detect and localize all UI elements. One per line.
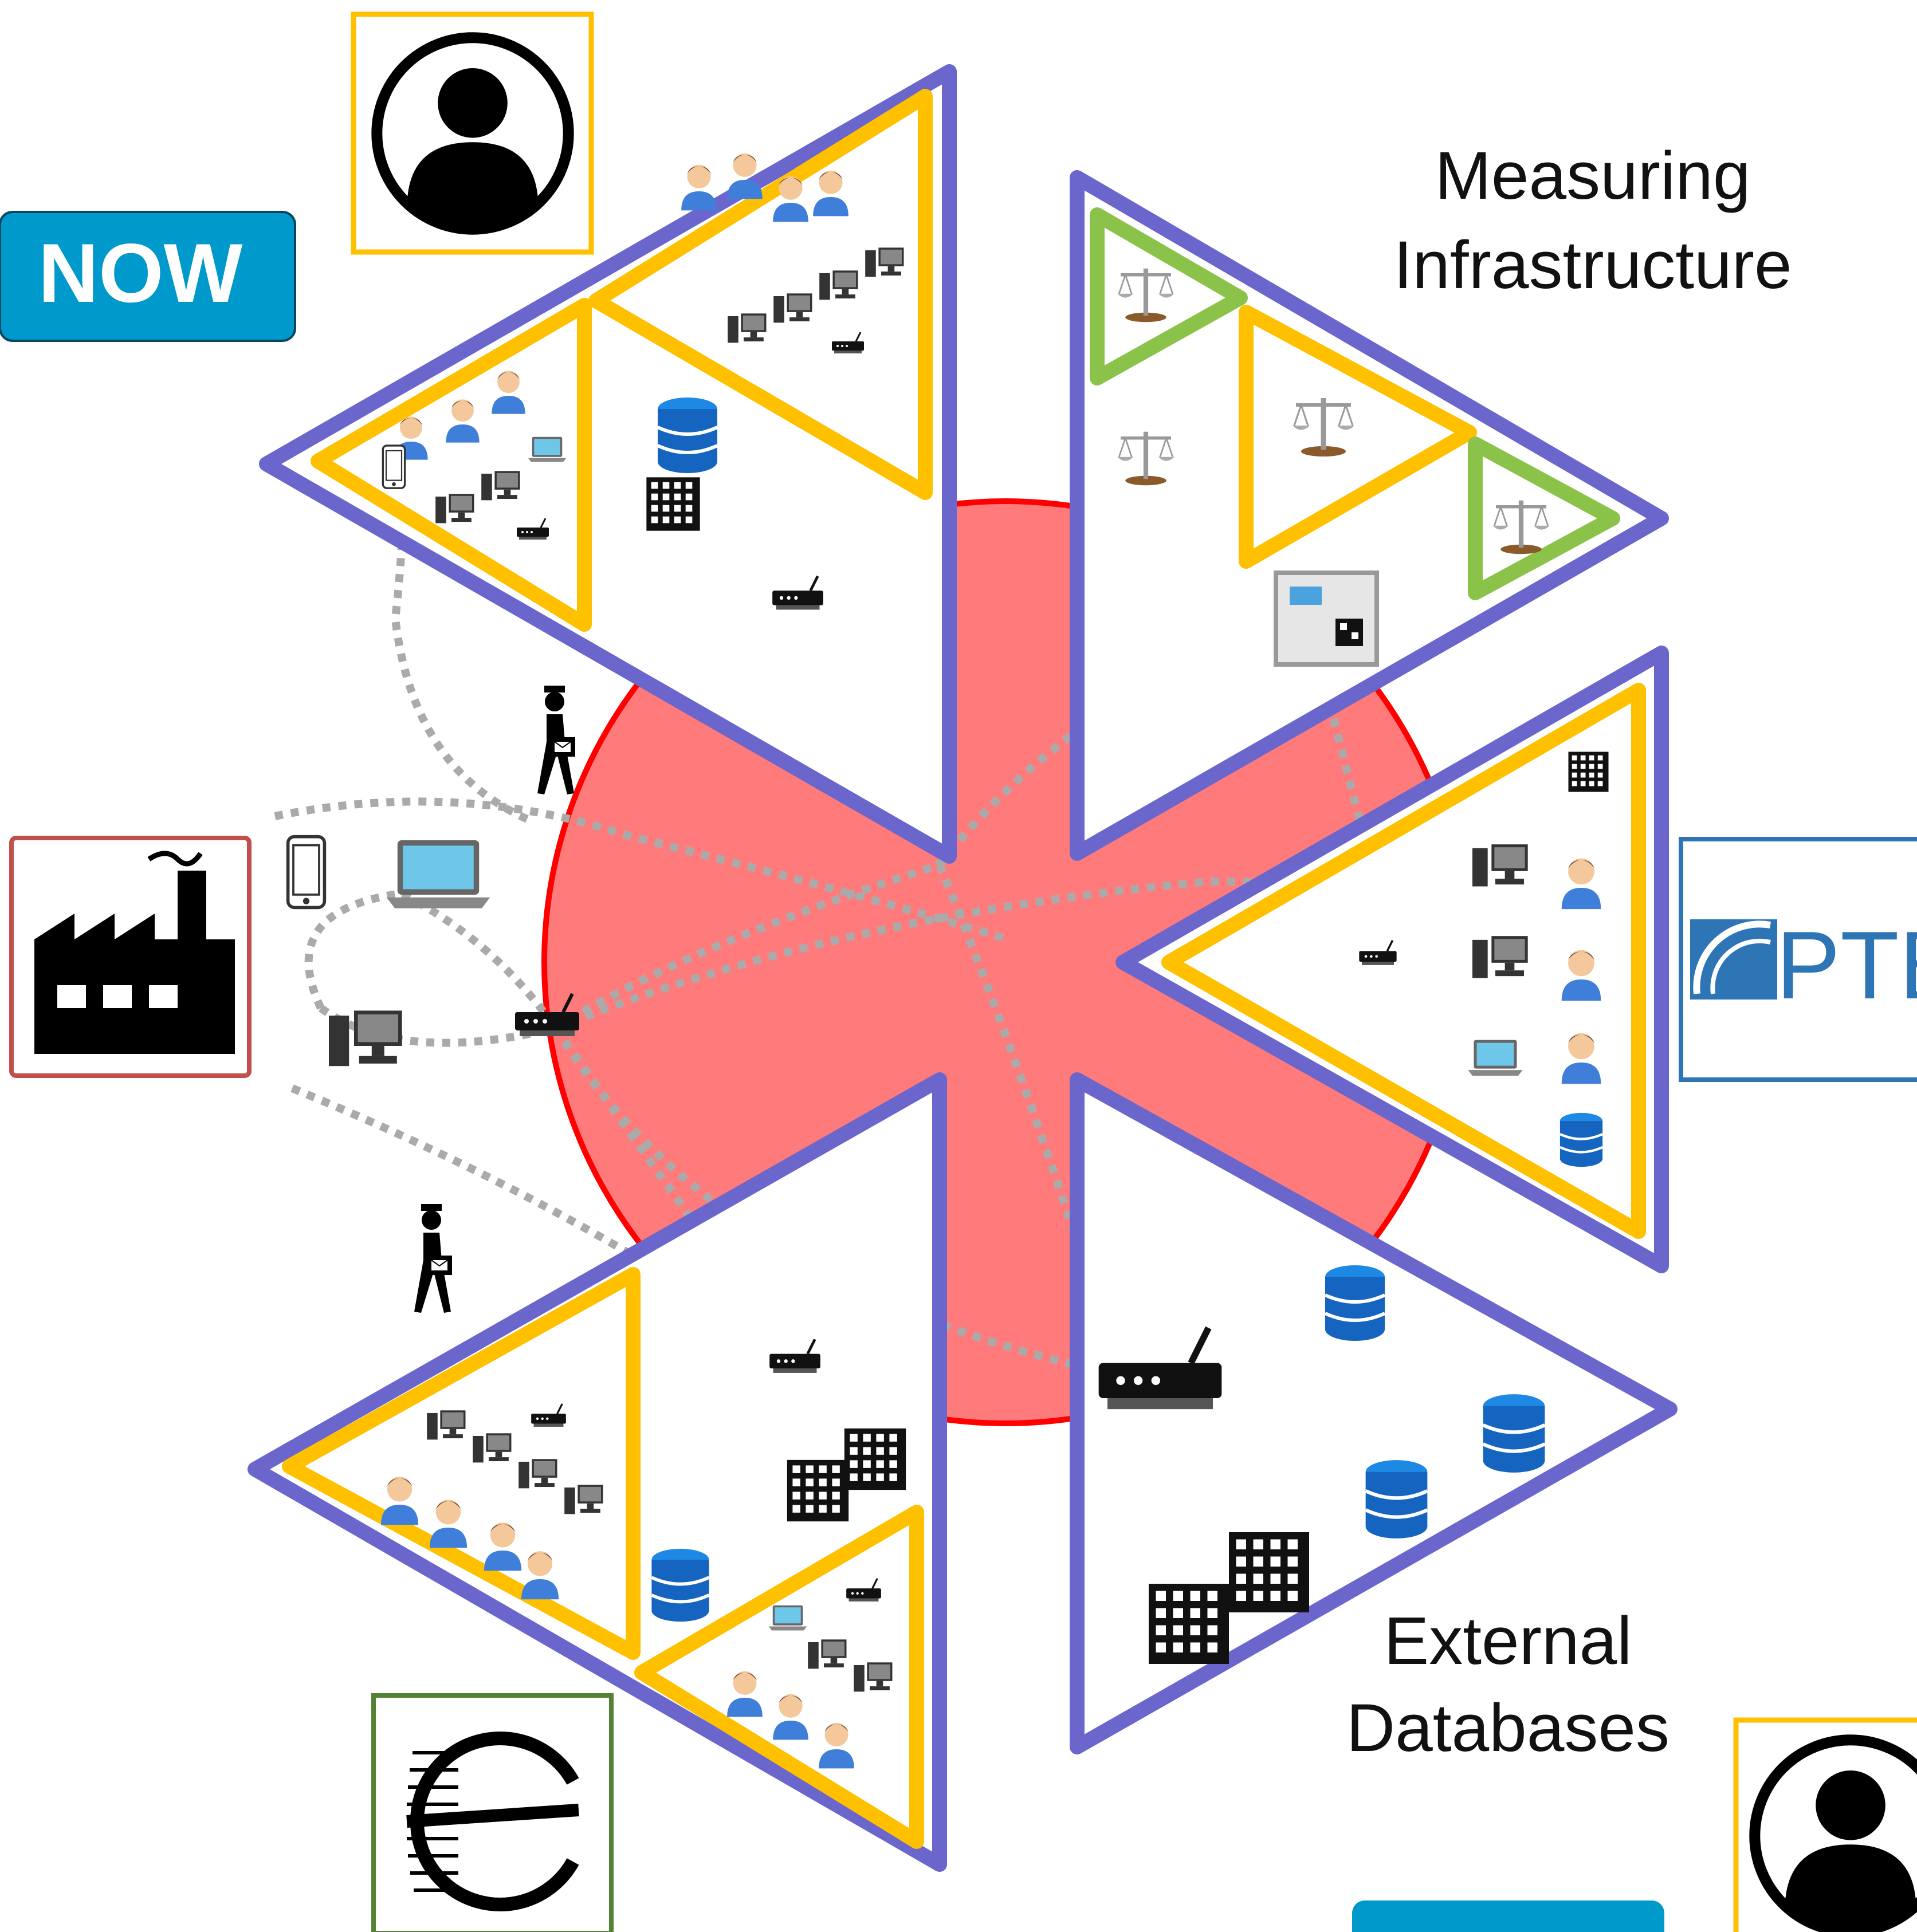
desktop-computer-icon xyxy=(854,1662,893,1692)
server-rack-icon xyxy=(1149,1584,1229,1664)
server-rack-icon xyxy=(646,477,700,531)
user-frame-top xyxy=(351,11,594,255)
laptop-icon xyxy=(1468,1040,1523,1076)
server-rack-icon xyxy=(1229,1532,1309,1612)
person-icon xyxy=(1755,1740,1917,1931)
laptop-icon xyxy=(386,840,490,908)
database-icon xyxy=(651,1549,709,1622)
measuring-device-icon xyxy=(1276,573,1377,664)
factory-icon xyxy=(34,851,235,1054)
measuring-infrastructure-label-line2: Infrastructure xyxy=(1393,227,1792,303)
external-databases-label-line1: External xyxy=(1384,1603,1632,1679)
server-rack-icon xyxy=(1568,751,1609,792)
desktop-computer-icon xyxy=(329,1010,402,1067)
desktop-computer-icon xyxy=(808,1639,847,1669)
postman-icon xyxy=(413,1203,453,1314)
database-icon xyxy=(1366,1460,1428,1538)
database-icon xyxy=(1483,1394,1545,1473)
desktop-computer-icon xyxy=(819,270,858,300)
ptb-label: PTB xyxy=(1776,911,1917,1019)
ptb-frame: PTB xyxy=(1679,837,1917,1082)
triangle-group-top-right xyxy=(1070,170,1669,861)
euramet-logo xyxy=(406,1732,579,1911)
database-icon xyxy=(1325,1265,1385,1341)
desktop-computer-icon xyxy=(1472,844,1528,887)
server-rack-icon xyxy=(844,1428,906,1490)
laptop-icon xyxy=(768,1605,807,1631)
desktop-computer-icon xyxy=(865,247,904,277)
postman-icon xyxy=(536,684,576,796)
user-frame-bottom xyxy=(1733,1717,1917,1932)
euramet-frame xyxy=(371,1693,614,1932)
smartphone-icon xyxy=(288,837,325,908)
person-icon xyxy=(377,38,568,229)
external-databases-label-line2: Databases xyxy=(1346,1690,1669,1766)
desktop-computer-icon xyxy=(427,1410,466,1440)
desktop-computer-icon xyxy=(518,1459,557,1489)
desktop-computer-icon xyxy=(728,313,767,343)
desktop-computer-icon xyxy=(1472,936,1528,978)
database-icon xyxy=(658,398,717,473)
server-rack-icon xyxy=(787,1459,849,1522)
desktop-computer-icon xyxy=(564,1485,603,1514)
ptb-logo: PTB xyxy=(1690,911,1917,1019)
smartphone-icon xyxy=(382,444,406,489)
triangle-group-bottom-right xyxy=(1070,1072,1678,1754)
desktop-computer-icon xyxy=(435,494,474,524)
desktop-computer-icon xyxy=(473,1433,512,1463)
now-label: NOW xyxy=(38,226,243,320)
factory-frame xyxy=(9,836,252,1078)
next-badge xyxy=(1352,1900,1664,1932)
people-group-icon xyxy=(681,164,717,211)
desktop-computer-icon xyxy=(481,471,520,501)
database-icon xyxy=(1560,1113,1602,1167)
desktop-computer-icon xyxy=(773,293,812,323)
laptop-icon xyxy=(528,436,567,462)
measuring-infrastructure-label-line1: Measuring xyxy=(1435,138,1751,214)
now-badge: NOW xyxy=(0,211,296,342)
